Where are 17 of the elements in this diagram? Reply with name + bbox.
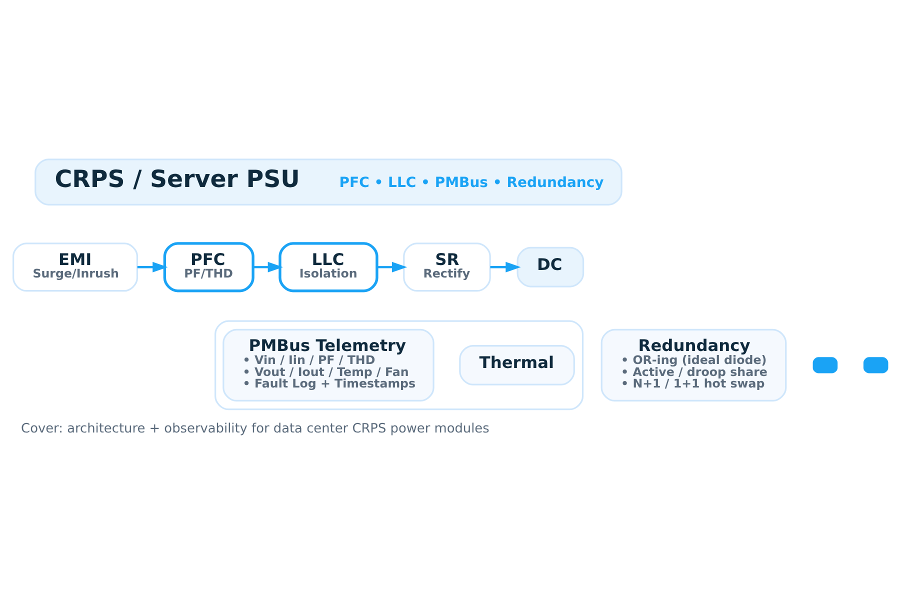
node-box: Redundancy • OR-ing (ideal diode) • Active / droop share • N+1 / 1+1 hot swap bbox=[600, 328, 786, 402]
node-box: LLC Isolation bbox=[278, 242, 378, 292]
node-box bbox=[862, 357, 888, 374]
node-box: EMI Surge/Inrush bbox=[12, 242, 138, 292]
arrow bbox=[376, 262, 407, 272]
node-box bbox=[812, 357, 838, 374]
arrow bbox=[252, 262, 282, 272]
arrow bbox=[136, 262, 168, 272]
caption: Cover: architecture + observability for data center CRPS power modules bbox=[20, 422, 489, 437]
arrow bbox=[490, 262, 520, 272]
node-box: Thermal bbox=[458, 344, 574, 386]
node-box: CRPS / Server PSU PFC • LLC • PMBus • Redundancy bbox=[34, 158, 622, 206]
node-box: DC bbox=[516, 246, 584, 288]
node-box: PFC PF/THD bbox=[162, 242, 254, 292]
cluster bbox=[214, 320, 584, 410]
node-box: SR Rectify bbox=[402, 242, 490, 292]
node-box: PMBus Telemetry • Vin / Iin / PF / THD • Vout / Iout / Temp / Fan • Fault Log + Timestamps bbox=[222, 328, 434, 402]
